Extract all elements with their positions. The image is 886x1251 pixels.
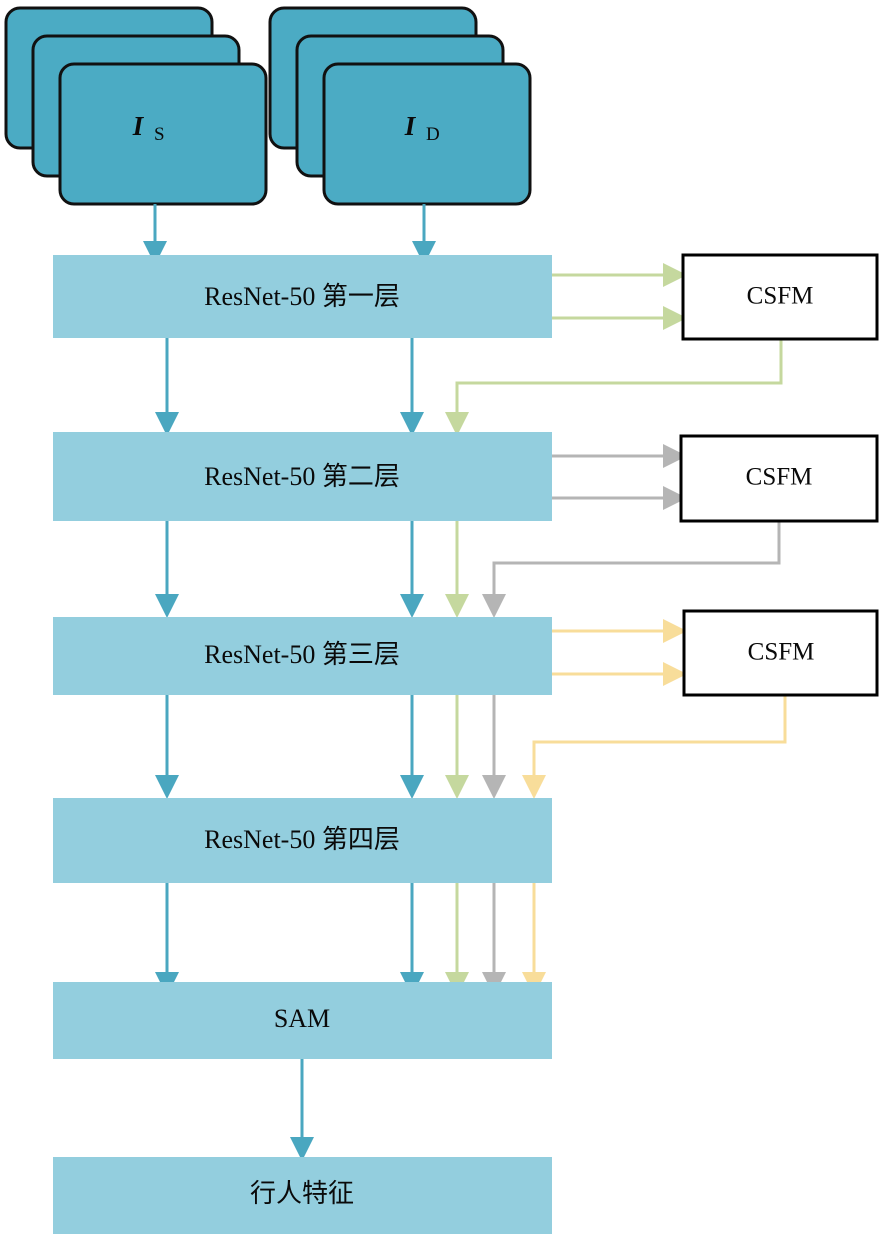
layer-2-label: ResNet-50 第二层 — [204, 462, 400, 491]
layer-3-label: ResNet-50 第三层 — [204, 640, 400, 669]
sam-box[interactable]: SAM — [53, 982, 552, 1059]
layer-box-3[interactable]: ResNet-50 第三层 — [53, 617, 552, 695]
output-label: 行人特征 — [250, 1179, 354, 1208]
csfm-3-rect — [682, 609, 879, 697]
drawing-label-subscript: D — [426, 124, 440, 145]
output-box[interactable]: 行人特征 — [53, 1157, 552, 1234]
csfm-3-label: CSFM — [748, 639, 815, 666]
csfm-1-rect — [681, 253, 879, 341]
skip-csfm3-to-layer4 — [522, 695, 787, 799]
input-stack-drawing: I D — [268, 6, 532, 206]
csfm-2-label: CSFM — [746, 464, 813, 491]
csfm-2-rect — [679, 434, 879, 523]
output-rect — [53, 1157, 552, 1234]
skip-csfm2-to-layer3 — [482, 521, 781, 618]
layer-box-2[interactable]: ResNet-50 第二层 — [53, 432, 552, 521]
csfm-box-1[interactable]: CSFM — [681, 253, 879, 341]
layer-2-rect — [53, 432, 552, 521]
source-label: I — [132, 111, 145, 141]
csfm-1-label: CSFM — [747, 283, 814, 310]
source-card-front — [58, 62, 268, 206]
layer-3-rect — [53, 617, 552, 695]
csfm-box-3[interactable]: CSFM — [682, 609, 879, 697]
sam-rect — [53, 982, 552, 1059]
layer-box-1[interactable]: ResNet-50 第一层 — [53, 255, 552, 338]
layer-4-rect — [53, 798, 552, 883]
layer-1-rect — [53, 255, 552, 338]
layer-4-label: ResNet-50 第四层 — [204, 825, 400, 854]
csfm-box-2[interactable]: CSFM — [679, 434, 879, 523]
input-stack-source: I S — [4, 6, 268, 206]
layer-1-label: ResNet-50 第一层 — [204, 282, 400, 311]
drawing-card-front — [322, 62, 532, 206]
layer-box-4[interactable]: ResNet-50 第四层 — [53, 798, 552, 883]
drawing-label: I — [404, 111, 417, 141]
sam-label: SAM — [274, 1004, 330, 1033]
source-label-subscript: S — [154, 124, 165, 145]
skip-csfm1-to-layer2 — [445, 339, 783, 436]
